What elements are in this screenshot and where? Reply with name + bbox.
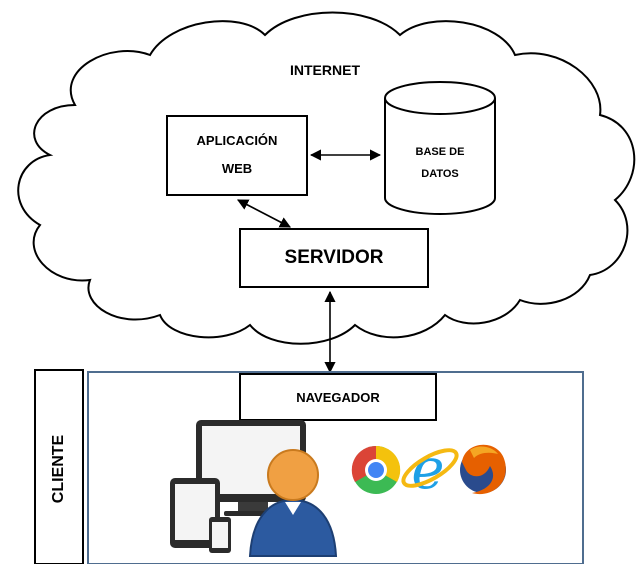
client-label-panel — [34, 369, 84, 564]
web-app-label: APLICACIÓN WEB — [167, 124, 307, 186]
web-app-label-line2: WEB — [221, 161, 253, 176]
web-app-label-line1: APLICACIÓN — [196, 133, 278, 148]
firefox-icon — [460, 444, 506, 495]
database-cylinder — [384, 81, 496, 215]
browser-label: NAVEGADOR — [296, 389, 380, 405]
svg-text:e: e — [411, 437, 444, 502]
internet-label: INTERNET — [290, 62, 360, 78]
database-label-line2: DATOS — [421, 168, 459, 180]
browser-box — [239, 373, 437, 421]
web-app-box — [166, 115, 308, 196]
client-label: CLIENTE — [50, 434, 67, 504]
phone-icon — [209, 517, 231, 553]
user-icon — [248, 449, 338, 557]
arrow-webapp-server — [237, 199, 291, 228]
database-label-line1: BASE DE — [415, 146, 465, 158]
chrome-icon — [351, 445, 401, 494]
tablet-icon — [170, 478, 220, 548]
server-box — [239, 228, 429, 288]
server-label: SERVIDOR — [284, 247, 384, 268]
database-label: BASE DE DATOS — [385, 138, 495, 188]
internet-explorer-icon: e — [401, 437, 459, 502]
